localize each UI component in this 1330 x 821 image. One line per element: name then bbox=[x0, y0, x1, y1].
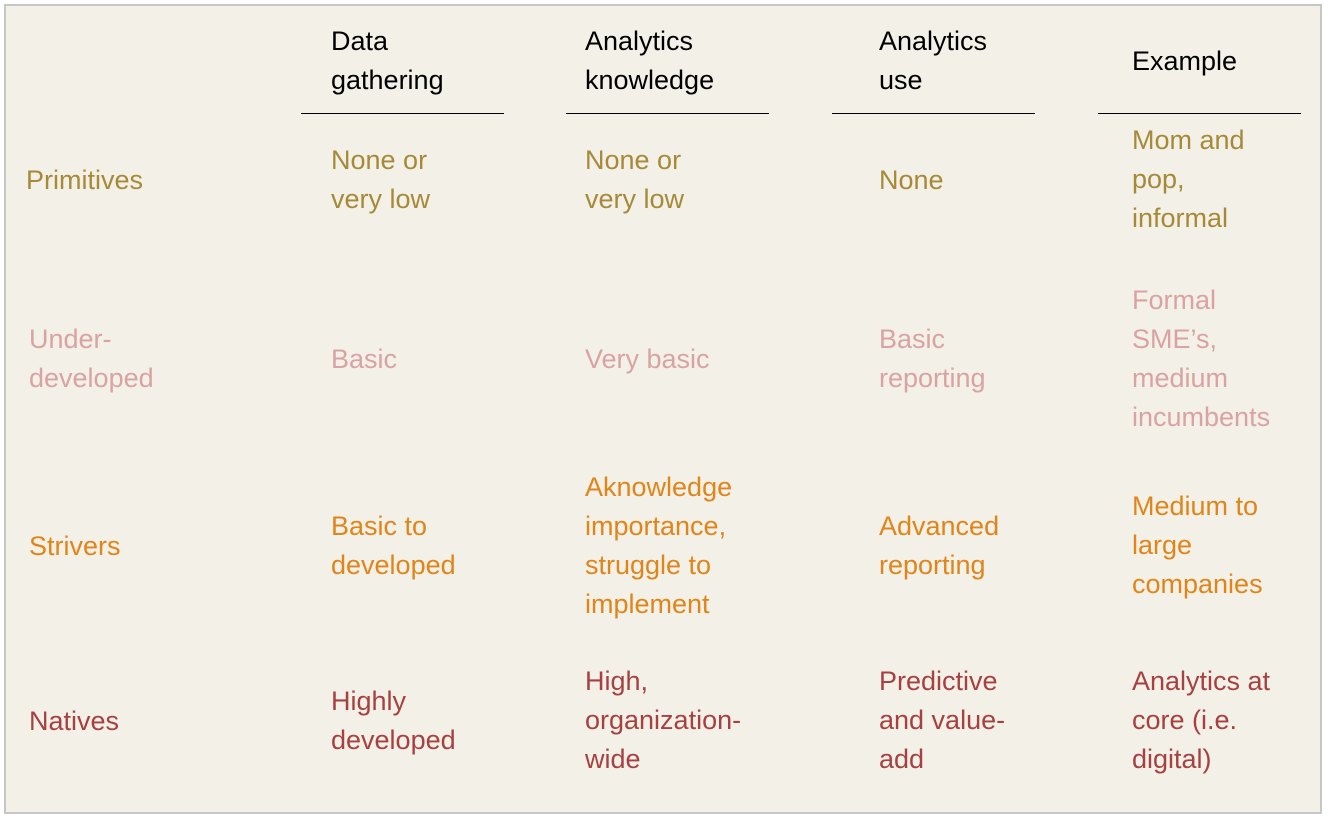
cell-primitives-analytics-knowledge: None or very low bbox=[585, 145, 685, 214]
cell-natives-analytics-knowledge: High, organization- wide bbox=[585, 666, 742, 774]
row-label-primitives: Primitives bbox=[26, 165, 144, 195]
cell-strivers-example: Medium to large companies bbox=[1132, 491, 1263, 599]
header-data-gathering: Data gathering bbox=[331, 26, 444, 95]
cell-strivers-analytics-use: Advanced reporting bbox=[879, 511, 1000, 580]
row-label-under-developed: Under- developed bbox=[29, 324, 154, 393]
header-analytics-knowledge: Analytics knowledge bbox=[585, 26, 715, 95]
row-label-strivers: Strivers bbox=[29, 531, 121, 561]
row-label-natives: Natives bbox=[29, 706, 120, 736]
header-rule-analytics-use bbox=[832, 113, 1035, 114]
header-rule-analytics-knowledge bbox=[566, 113, 769, 114]
cell-under-developed-example: Formal SME’s, medium incumbents bbox=[1132, 285, 1271, 432]
cell-under-developed-data-gathering: Basic bbox=[331, 344, 398, 374]
cell-natives-example: Analytics at core (i.e. digital) bbox=[1132, 666, 1271, 774]
header-rule-example bbox=[1098, 113, 1301, 114]
cell-primitives-analytics-use: None bbox=[879, 165, 944, 195]
cell-under-developed-analytics-use: Basic reporting bbox=[879, 324, 986, 393]
cell-strivers-data-gathering: Basic to developed bbox=[331, 511, 456, 580]
cell-strivers-analytics-knowledge: Aknowledge importance, struggle to imple… bbox=[585, 472, 733, 619]
cell-primitives-example: Mom and pop, informal bbox=[1132, 125, 1245, 233]
header-rule-data-gathering bbox=[301, 113, 504, 114]
cell-natives-data-gathering: Highly developed bbox=[331, 686, 456, 755]
cell-natives-analytics-use: Predictive and value- add bbox=[879, 666, 1006, 774]
header-analytics-use: Analytics use bbox=[879, 26, 988, 95]
cell-primitives-data-gathering: None or very low bbox=[331, 145, 431, 214]
maturity-table-slide: Data gathering Analytics knowledge Analy… bbox=[4, 4, 1322, 814]
header-example: Example bbox=[1132, 46, 1238, 76]
cell-under-developed-analytics-knowledge: Very basic bbox=[585, 344, 710, 374]
